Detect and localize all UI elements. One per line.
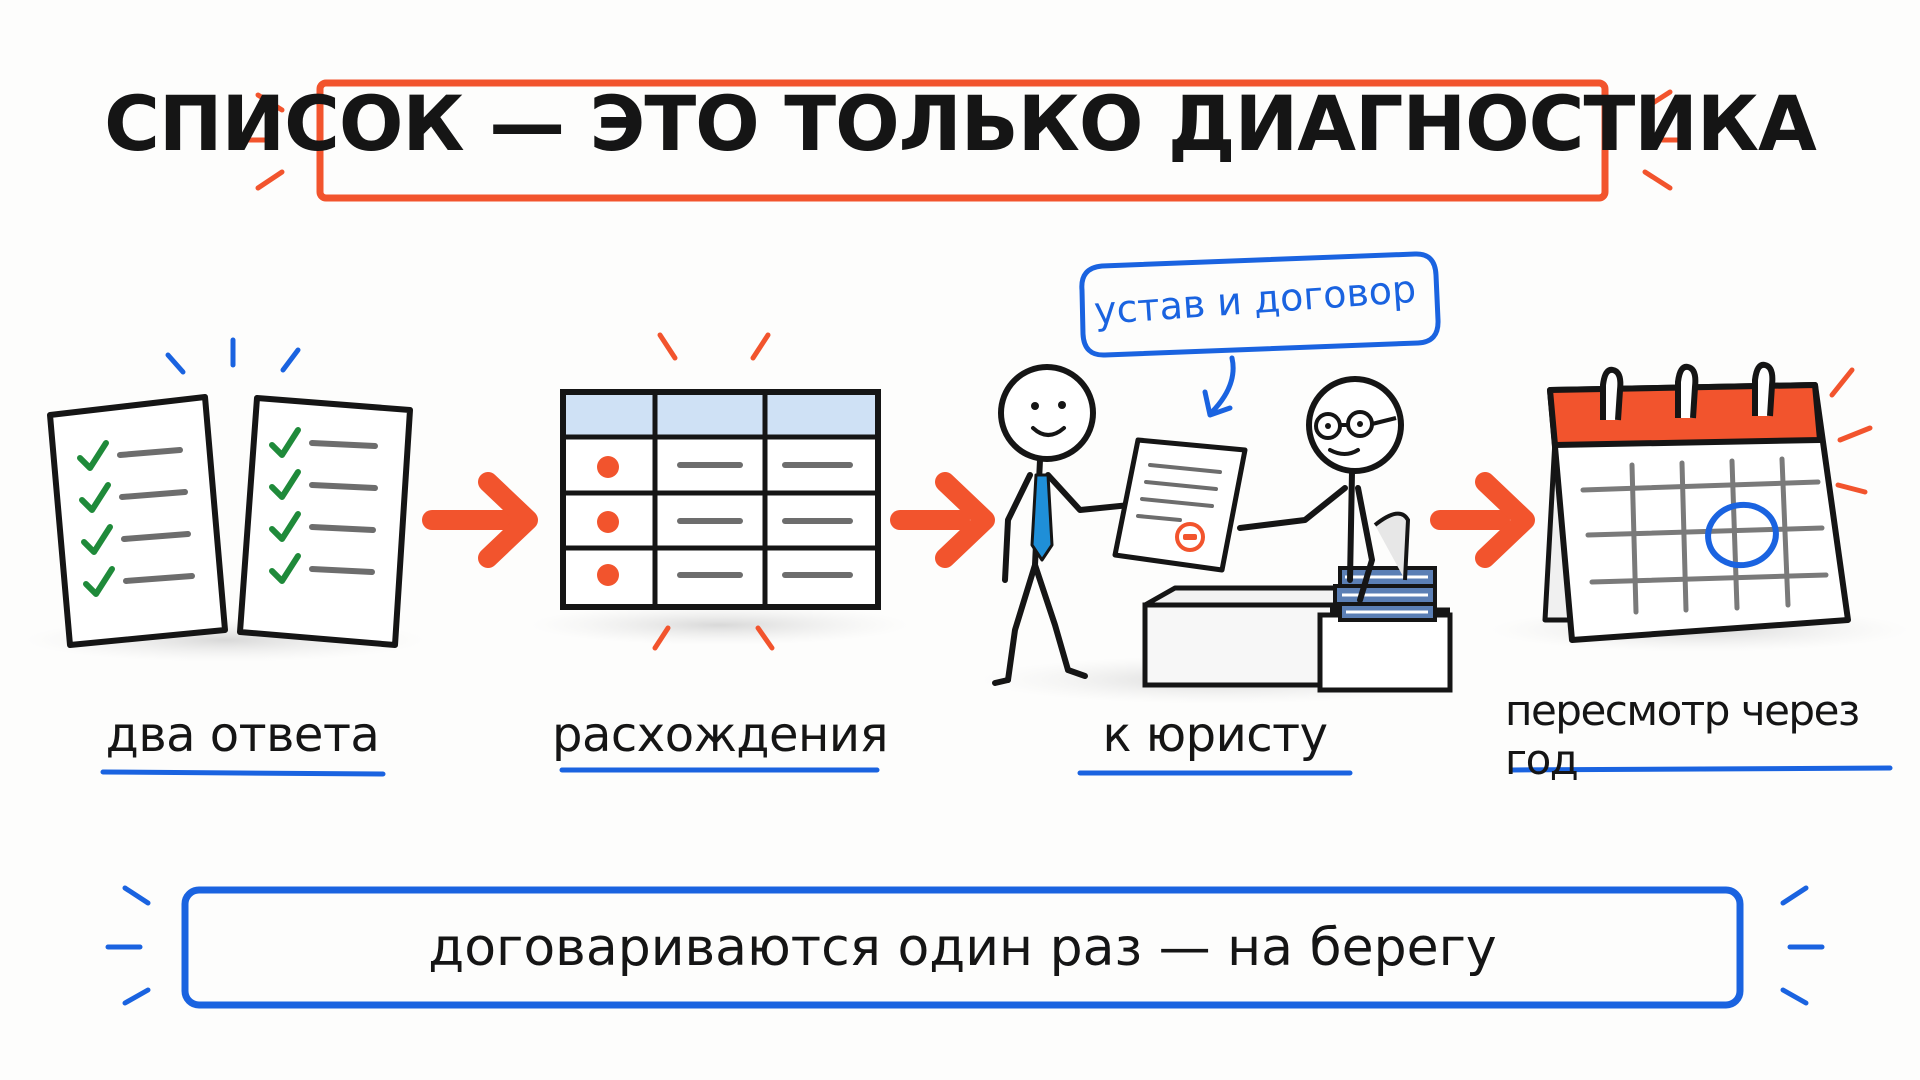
table-discrepancies-icon: [530, 332, 910, 651]
title-frame: [316, 79, 1609, 202]
arrow-1: [422, 472, 538, 568]
banner-frame: [181, 886, 1744, 1009]
two-checklists-icon: [25, 337, 425, 662]
lawyer-meeting-icon: [980, 251, 1460, 704]
step-label-discrepancies: расхождения: [552, 707, 888, 763]
arrow-2: [890, 472, 995, 568]
label-underlines: [100, 765, 1893, 777]
arrow-3: [1430, 472, 1535, 568]
step-label-two-answers: два ответа: [105, 707, 380, 763]
bottom-banner-text: договариваются один раз — на берегу: [428, 917, 1497, 978]
calendar-icon: [1490, 361, 1910, 652]
title-sparks-right: [1642, 89, 1687, 191]
step-label-to-lawyer: к юристу: [1102, 707, 1328, 763]
step-label-review-in-year: пересмотр через год: [1505, 686, 1860, 784]
title-sparks-left: [237, 92, 285, 191]
banner-sparks-left: [105, 885, 151, 1006]
note-bubble: [1079, 251, 1441, 418]
banner-sparks-right: [1780, 885, 1825, 1006]
page-title: СПИСОК — ЭТО ТОЛЬКО ДИАГНОСТИКА: [104, 79, 1817, 168]
